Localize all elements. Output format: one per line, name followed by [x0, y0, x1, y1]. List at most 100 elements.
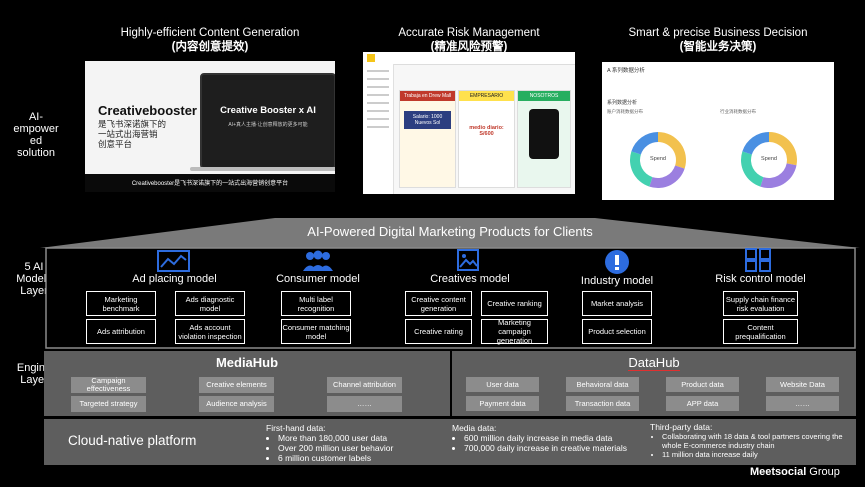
- laptop-screen-title: Creative Booster x AI: [220, 105, 316, 116]
- creativebooster-screenshot: Creativebooster 是飞书深诺旗下的 一站式出海营销 创意平台 Cr…: [85, 61, 335, 192]
- phone-image: [529, 109, 559, 159]
- third-party-heading: Third-party data:: [650, 422, 713, 432]
- model-box-marketing-benchmark[interactable]: Marketing benchmark: [86, 291, 156, 316]
- model-box-supply-chain-risk[interactable]: Supply chain finance risk evaluation: [723, 291, 798, 316]
- image-icon: [457, 249, 479, 271]
- first-party-item: Over 200 million user behavior: [278, 443, 446, 453]
- app-logo-icon: [367, 54, 375, 62]
- ad-card-2-title: medio diario: S/600: [469, 125, 504, 137]
- datahub-item-website[interactable]: Website Data: [766, 377, 839, 392]
- first-party-item: 6 million customer labels: [278, 453, 446, 463]
- laptop-screen-subtitle: AI+真人主播·让创意释放的更多可能: [228, 122, 308, 128]
- mediahub-item-targeted[interactable]: Targeted strategy: [71, 396, 146, 412]
- creativebooster-brand: Creativebooster: [98, 103, 197, 118]
- sidebar: [363, 64, 394, 194]
- banner-title: AI-Powered Digital Marketing Products fo…: [307, 224, 593, 239]
- header-business-decision: Smart & precise Business Decision (智能业务决…: [602, 26, 834, 54]
- datahub-item-behavioral[interactable]: Behavioral data: [566, 377, 639, 392]
- dashboard-subtitle: 系列数据分析: [607, 100, 638, 106]
- datahub-item-product[interactable]: Product data: [666, 377, 739, 392]
- creativebooster-caption: Creativebooster是飞书深诺旗下的一站式出海营销创意平台: [131, 181, 289, 187]
- ad-card-1-title: Trabaja en Drew Mall: [400, 91, 455, 101]
- users-group-icon: [303, 250, 333, 271]
- mediahub-item-more[interactable]: ……: [327, 396, 402, 412]
- media-item: 600 million daily increase in media data: [464, 433, 647, 443]
- model-box-creative-ranking[interactable]: Creative ranking: [481, 291, 548, 316]
- header-content-generation-zh: (内容创意提效): [171, 41, 249, 53]
- mediahub-title: MediaHub: [215, 355, 279, 370]
- tagline-line-3: 创意平台: [98, 139, 133, 149]
- tagline-line-1: 是飞书深诺旗下的: [98, 119, 167, 129]
- compass-icon: [605, 250, 629, 274]
- laptop-base: [190, 167, 335, 171]
- datahub-item-payment[interactable]: Payment data: [466, 396, 539, 411]
- media-item: 700,000 daily increase in creative mater…: [464, 443, 647, 453]
- model-box-ads-attribution[interactable]: Ads attribution: [86, 319, 156, 344]
- ad-card-1-salary: Salario: 1000 Nuevos Sol: [404, 111, 451, 129]
- ad-card-3[interactable]: NOSOTROS: [517, 90, 571, 188]
- app-top-bar: [363, 52, 575, 65]
- donut1-center-label: Spend: [650, 156, 666, 162]
- mediahub-item-campaign[interactable]: Campaign effectiveness: [71, 377, 146, 393]
- model-title-risk-control: Risk control model: [715, 273, 806, 285]
- risk-management-screenshot: Trabaja en Drew Mall Salario: 1000 Nuevo…: [363, 52, 575, 194]
- datahub-item-transaction[interactable]: Transaction data: [566, 396, 639, 411]
- model-box-campaign-generation[interactable]: Marketing campaign generation: [481, 318, 548, 345]
- banner-trapezoid: [40, 218, 860, 248]
- ad-chart-icon: [157, 250, 190, 272]
- donut2-slice-2: [741, 151, 764, 187]
- ad-card-2-sub: EMPRESARIO: [459, 91, 514, 101]
- donut1-slice-3: [631, 132, 658, 155]
- first-party-data: First-hand data: More than 180,000 user …: [266, 423, 446, 463]
- donut2-slice-3: [742, 132, 769, 155]
- first-party-item: More than 180,000 user data: [278, 433, 446, 443]
- first-party-heading: First-hand data:: [266, 423, 326, 433]
- model-title-industry: Industry model: [580, 275, 654, 287]
- datahub-item-more[interactable]: ……: [766, 396, 839, 411]
- model-box-ads-diagnostic[interactable]: Ads diagnostic model: [175, 291, 245, 316]
- datahub-item-user[interactable]: User data: [466, 377, 539, 392]
- grid-control-icon: [745, 248, 771, 272]
- media-heading: Media data:: [452, 423, 497, 433]
- business-decision-screenshot: A 系列数据分析 系列数据分析 账户消耗数据分布 行业消耗数据分布 Spend …: [602, 62, 834, 200]
- creativebooster-tagline: 是飞书深诺旗下的 一站式出海营销 创意平台: [98, 119, 166, 149]
- model-box-content-prequalification[interactable]: Content prequalification: [723, 319, 798, 344]
- cloud-bg: [44, 419, 856, 465]
- mediahub-item-creative[interactable]: Creative elements: [199, 377, 274, 393]
- datahub-title: DataHub: [452, 355, 856, 371]
- side-label-engine-layer: Engine Layer: [16, 362, 52, 386]
- cloud-title: Cloud-native platform: [68, 433, 197, 448]
- third-party-item: 11 million data increase daily: [662, 450, 855, 459]
- dashboard-title: A 系列数据分析: [607, 68, 645, 74]
- mediahub-item-audience[interactable]: Audience analysis: [199, 396, 274, 412]
- tagline-line-2: 一站式出海营销: [98, 129, 158, 139]
- model-box-ads-violation[interactable]: Ads account violation inspection: [175, 319, 245, 344]
- caption-bar: [85, 174, 335, 192]
- header-business-decision-en: Smart & precise Business Decision: [628, 27, 808, 39]
- mediahub-item-channel[interactable]: Channel attribution: [327, 377, 402, 393]
- model-title-consumer: Consumer model: [276, 273, 360, 285]
- model-box-consumer-matching[interactable]: Consumer matching model: [281, 319, 351, 344]
- model-box-market-analysis[interactable]: Market analysis: [582, 291, 652, 316]
- logo-suffix: Group: [806, 466, 840, 478]
- donut1-slice-0: [658, 132, 686, 169]
- header-risk-management-zh: (精准风险预警): [430, 41, 508, 53]
- ad-card-1[interactable]: Trabaja en Drew Mall Salario: 1000 Nuevo…: [399, 90, 456, 188]
- datahub-item-app[interactable]: APP data: [666, 396, 739, 411]
- ad-card-2[interactable]: EMPRESARIO medio diario: S/600: [458, 90, 515, 188]
- model-box-creative-rating[interactable]: Creative rating: [405, 319, 472, 344]
- chart2-label: 行业消耗数据分布: [720, 109, 756, 114]
- datahub-title-text: DataHub: [628, 355, 680, 371]
- model-box-product-selection[interactable]: Product selection: [582, 319, 652, 344]
- header-content-generation: Highly-efficient Content Generation (内容创…: [85, 26, 335, 54]
- logo-text: Meetsocial: [750, 466, 807, 478]
- model-box-creative-content[interactable]: Creative content generation: [405, 291, 472, 316]
- header-risk-management-en: Accurate Risk Management: [398, 27, 540, 39]
- header-content-generation-en: Highly-efficient Content Generation: [120, 27, 300, 39]
- donut1-slice-1: [649, 165, 685, 188]
- model-box-multi-label[interactable]: Multi label recognition: [281, 291, 351, 316]
- header-business-decision-zh: (智能业务决策): [679, 41, 757, 53]
- ad-card-3-title: NOSOTROS: [518, 91, 570, 101]
- third-party-item: Collaborating with 18 data & tool partne…: [662, 432, 855, 450]
